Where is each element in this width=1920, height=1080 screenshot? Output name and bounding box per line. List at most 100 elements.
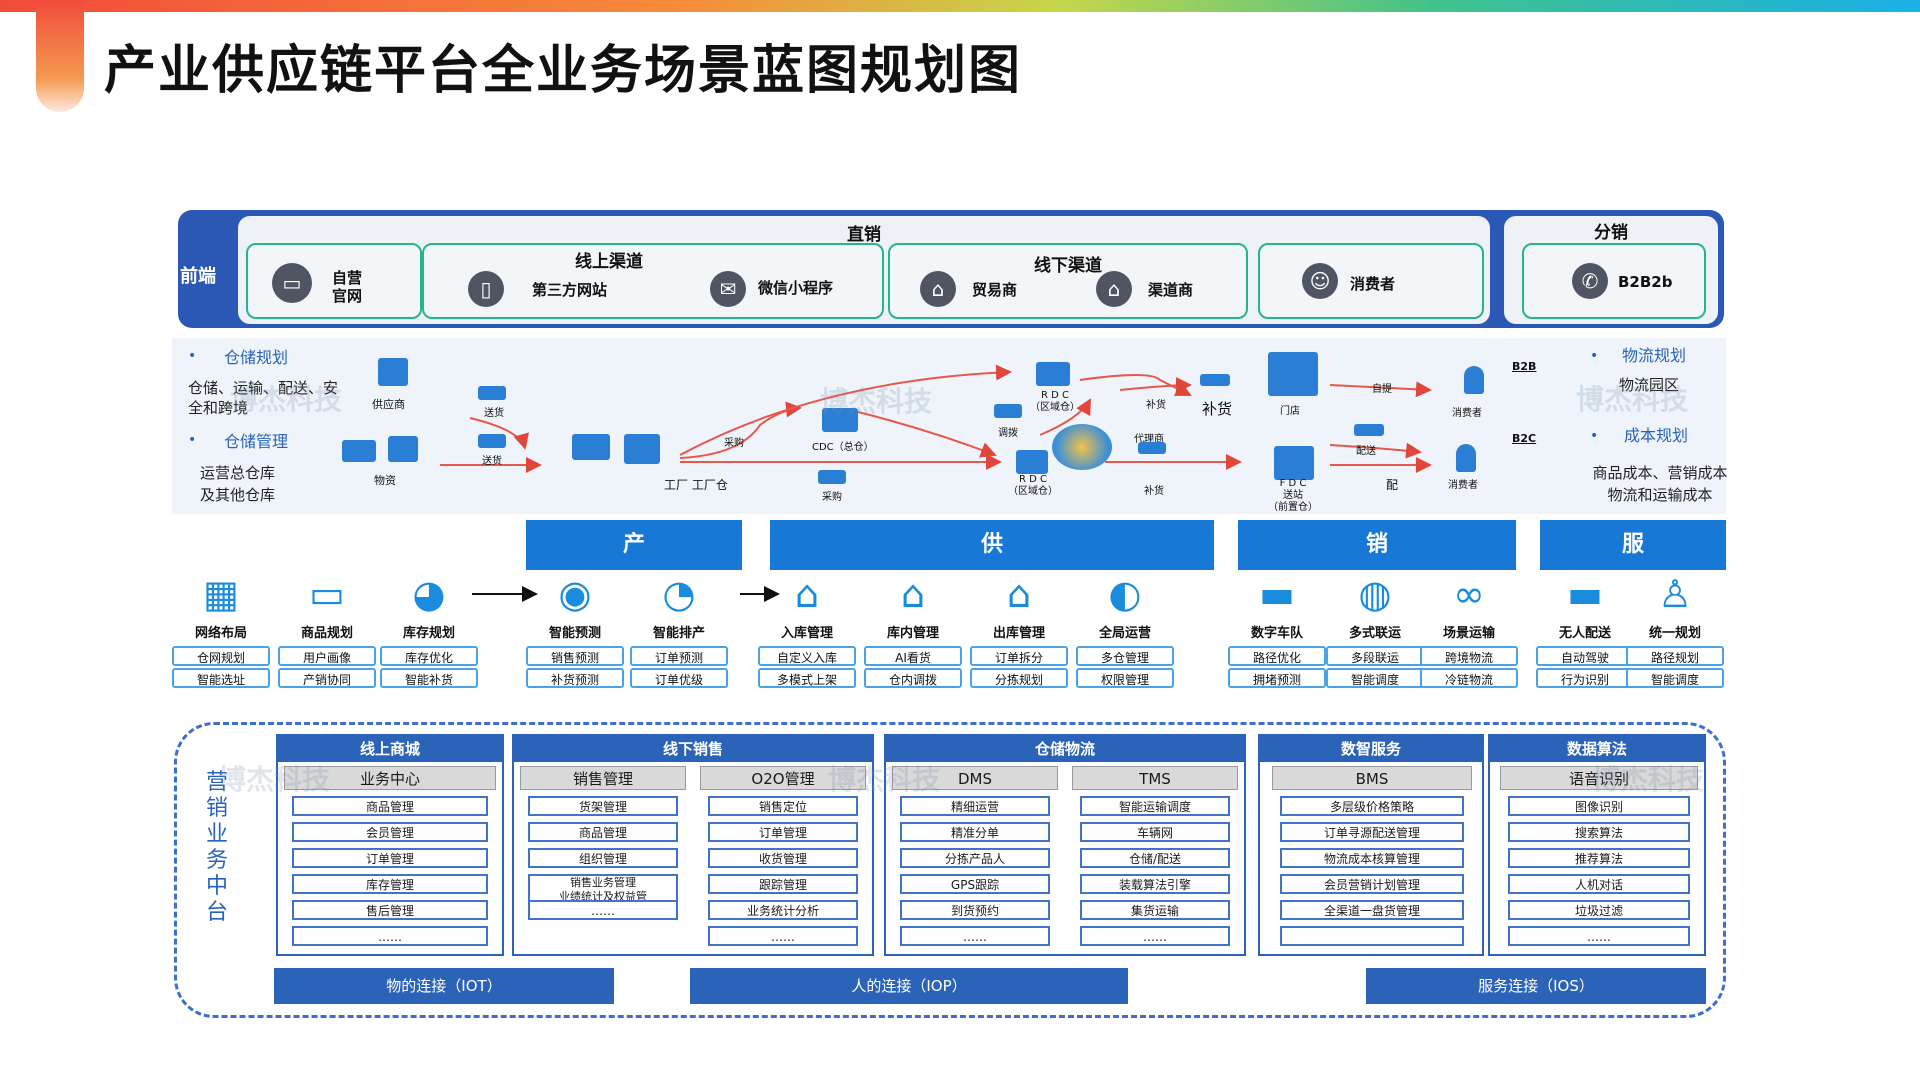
feature-tag[interactable]: 权限管理 xyxy=(1076,668,1174,688)
feature-tag[interactable]: 行为识别 xyxy=(1536,668,1634,688)
module-item[interactable]: 图像识别 xyxy=(1508,796,1690,816)
feature-label[interactable]: 数字车队 xyxy=(1250,626,1303,641)
module-item[interactable]: 商品管理 xyxy=(528,822,678,842)
module-item[interactable]: 装载算法引擎 xyxy=(1080,874,1230,894)
module-item[interactable]: 会员营销计划管理 xyxy=(1280,874,1464,894)
module-item[interactable]: 搜索算法 xyxy=(1508,822,1690,842)
feature-tag[interactable]: 自定义入库 xyxy=(758,646,856,666)
feature-tag[interactable]: 销售预测 xyxy=(526,646,624,666)
feature-label[interactable]: 场景运输 xyxy=(1442,626,1495,641)
feature-tag[interactable]: 仓内调拨 xyxy=(864,668,962,688)
sub-module-head[interactable]: 业务中心 xyxy=(284,766,496,790)
sub-module-head[interactable]: 销售管理 xyxy=(520,766,686,790)
feature-tag[interactable]: 多模式上架 xyxy=(758,668,856,688)
feature-tag[interactable]: 智能调度 xyxy=(1626,668,1724,688)
module-item[interactable] xyxy=(1280,926,1464,946)
category-service[interactable]: 服 xyxy=(1540,520,1726,570)
channel-label[interactable]: 渠道商 xyxy=(1148,281,1194,299)
module-item[interactable]: 组织管理 xyxy=(528,848,678,868)
b2b-link[interactable]: B2B xyxy=(1512,360,1537,373)
module-item[interactable]: 订单寻源配送管理 xyxy=(1280,822,1464,842)
feature-label[interactable]: 库存规划 xyxy=(402,626,455,641)
sub-module-head[interactable]: 语音识别 xyxy=(1500,766,1698,790)
feature-tag[interactable]: 路径优化 xyxy=(1228,646,1326,666)
module-item[interactable]: …… xyxy=(900,926,1050,946)
sub-module-head[interactable]: O2O管理 xyxy=(700,766,866,790)
trader-label[interactable]: 贸易商 xyxy=(972,281,1018,299)
feature-tag[interactable]: 路径规划 xyxy=(1626,646,1724,666)
feature-tag[interactable]: 仓网规划 xyxy=(172,646,270,666)
module-item[interactable]: …… xyxy=(292,926,488,946)
feature-tag[interactable]: AI看货 xyxy=(864,646,962,666)
wechat-label[interactable]: 微信小程序 xyxy=(758,279,834,297)
feature-label[interactable]: 库内管理 xyxy=(886,626,939,641)
category-sales[interactable]: 销 xyxy=(1238,520,1516,570)
feature-label[interactable]: 统一规划 xyxy=(1648,626,1701,641)
feature-tag[interactable]: 多段联运 xyxy=(1326,646,1424,666)
feature-label[interactable]: 智能预测 xyxy=(548,626,601,641)
feature-tag[interactable]: 补货预测 xyxy=(526,668,624,688)
module-item[interactable]: GPS跟踪 xyxy=(900,874,1050,894)
module-item[interactable]: 到货预约 xyxy=(900,900,1050,920)
feature-tag[interactable]: 智能选址 xyxy=(172,668,270,688)
feature-label[interactable]: 网络布局 xyxy=(194,626,247,641)
feature-tag[interactable]: 分拣规划 xyxy=(970,668,1068,688)
module-item[interactable]: 售后管理 xyxy=(292,900,488,920)
feature-label[interactable]: 全局运营 xyxy=(1098,626,1151,641)
module-item[interactable]: …… xyxy=(1080,926,1230,946)
module-item[interactable]: 推荐算法 xyxy=(1508,848,1690,868)
module-item[interactable]: …… xyxy=(1508,926,1690,946)
feature-label[interactable]: 商品规划 xyxy=(300,626,353,641)
b2b2b-box[interactable]: ✆ B2B2b xyxy=(1522,243,1706,319)
feature-label[interactable]: 出库管理 xyxy=(992,626,1045,641)
feature-tag[interactable]: 拥堵预测 xyxy=(1228,668,1326,688)
module-item[interactable]: 订单管理 xyxy=(708,822,858,842)
feature-tag[interactable]: 冷链物流 xyxy=(1420,668,1518,688)
module-item[interactable]: 仓储/配送 xyxy=(1080,848,1230,868)
feature-tag[interactable]: 库存优化 xyxy=(380,646,478,666)
feature-tag[interactable]: 产销协同 xyxy=(278,668,376,688)
feature-label[interactable]: 智能排产 xyxy=(652,626,705,641)
sub-module-head[interactable]: TMS xyxy=(1072,766,1238,790)
iop-connection[interactable]: 人的连接（IOP） xyxy=(690,968,1128,1004)
module-item[interactable]: 人机对话 xyxy=(1508,874,1690,894)
ios-connection[interactable]: 服务连接（IOS） xyxy=(1366,968,1706,1004)
category-supply[interactable]: 供 xyxy=(770,520,1214,570)
module-item[interactable]: 跟踪管理 xyxy=(708,874,858,894)
feature-tag[interactable]: 跨境物流 xyxy=(1420,646,1518,666)
module-item[interactable]: 多层级价格策略 xyxy=(1280,796,1464,816)
module-item[interactable]: 精细运营 xyxy=(900,796,1050,816)
module-item[interactable]: 精准分单 xyxy=(900,822,1050,842)
module-item[interactable]: 物流成本核算管理 xyxy=(1280,848,1464,868)
module-item[interactable]: …… xyxy=(528,900,678,920)
iot-connection[interactable]: 物的连接（IOT） xyxy=(274,968,614,1004)
module-item[interactable]: 分拣产品人 xyxy=(900,848,1050,868)
b2c-link[interactable]: B2C xyxy=(1512,432,1537,445)
module-item[interactable]: 智能运输调度 xyxy=(1080,796,1230,816)
category-produce[interactable]: 产 xyxy=(526,520,742,570)
module-item[interactable]: 垃圾过滤 xyxy=(1508,900,1690,920)
feature-label[interactable]: 入库管理 xyxy=(780,626,833,641)
feature-tag[interactable]: 自动驾驶 xyxy=(1536,646,1634,666)
module-item[interactable]: 业务统计分析 xyxy=(708,900,858,920)
module-item[interactable]: …… xyxy=(708,926,858,946)
module-item[interactable]: 全渠道一盘货管理 xyxy=(1280,900,1464,920)
self-site-box[interactable]: ▭ 自营 官网 xyxy=(246,243,422,319)
third-party-label[interactable]: 第三方网站 xyxy=(532,281,608,299)
feature-tag[interactable]: 智能调度 xyxy=(1326,668,1424,688)
module-item[interactable]: 车辆网 xyxy=(1080,822,1230,842)
module-item[interactable]: 销售定位 xyxy=(708,796,858,816)
consumer-box[interactable]: ☺ 消费者 xyxy=(1258,243,1484,319)
module-item[interactable]: 收货管理 xyxy=(708,848,858,868)
feature-tag[interactable]: 订单预测 xyxy=(630,646,728,666)
module-item[interactable]: 订单管理 xyxy=(292,848,488,868)
feature-tag[interactable]: 用户画像 xyxy=(278,646,376,666)
feature-tag[interactable]: 订单优级 xyxy=(630,668,728,688)
module-item[interactable]: 库存管理 xyxy=(292,874,488,894)
sub-module-head[interactable]: DMS xyxy=(892,766,1058,790)
feature-label[interactable]: 无人配送 xyxy=(1558,626,1611,641)
sub-module-head[interactable]: BMS xyxy=(1272,766,1472,790)
module-item[interactable]: 货架管理 xyxy=(528,796,678,816)
module-item[interactable]: 会员管理 xyxy=(292,822,488,842)
feature-tag[interactable]: 多仓管理 xyxy=(1076,646,1174,666)
